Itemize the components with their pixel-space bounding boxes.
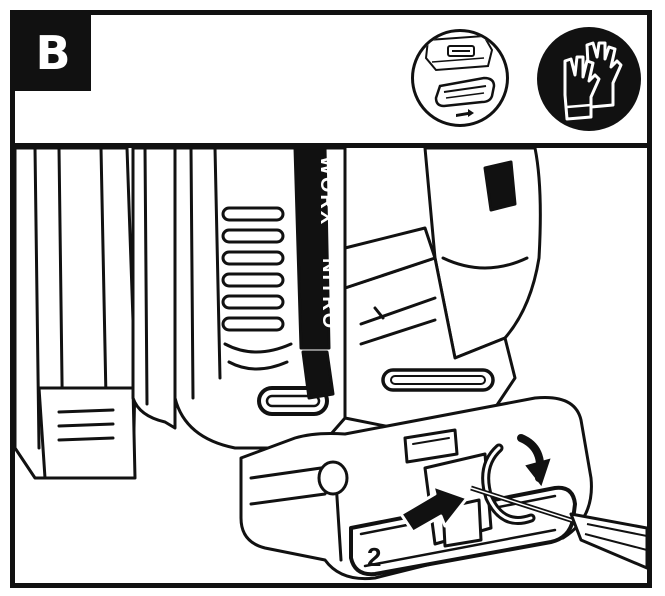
panel-header: B — [15, 15, 647, 148]
screwdriver-icon — [470, 485, 647, 570]
brand-top-label: WORX — [316, 156, 338, 226]
instruction-panel: B — [10, 10, 652, 588]
rotation-arrow-icon — [481, 434, 551, 525]
battery-voltage-digit: 2 — [367, 542, 381, 572]
step-badge: B — [15, 15, 91, 91]
safety-gloves-icon — [537, 27, 641, 131]
push-direction-arrow-icon — [399, 484, 469, 534]
battery-removal-inset-icon — [411, 29, 509, 127]
battery-removal-illustration: WORX NITRO 2 — [15, 148, 647, 583]
brand-bottom-label: NITRO — [318, 258, 340, 330]
